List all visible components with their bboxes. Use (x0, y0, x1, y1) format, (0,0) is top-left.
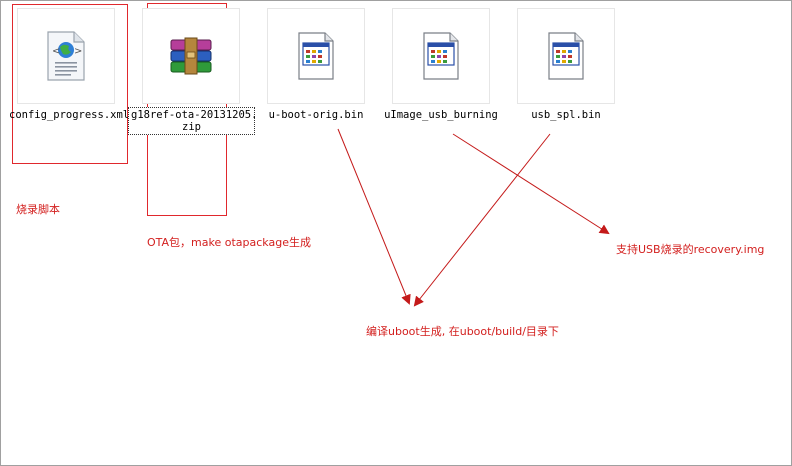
file-name-uboot[interactable]: u-boot-orig.bin (268, 109, 364, 121)
note-ota-package: OTA包，make otapackage生成 (147, 236, 311, 249)
file-thumbnail-uboot[interactable] (267, 8, 365, 104)
arrow-usb-spl-to-note (413, 133, 551, 307)
file-thumbnail-config[interactable]: < > (17, 8, 115, 104)
highlight-box-config (12, 4, 128, 164)
file-thumbnail-uimage[interactable] (392, 8, 490, 104)
file-name-uimage[interactable]: uImage_usb_burning (384, 109, 498, 121)
note-burn-script: 烧录脚本 (16, 203, 60, 216)
svg-text:>: > (74, 46, 82, 57)
binary-file-icon (548, 32, 584, 80)
arrow-uboot-to-note (337, 128, 411, 305)
file-name-ota-line1: g18ref-ota-20131205. (131, 109, 258, 121)
file-name-ota-line2: zip (182, 121, 201, 133)
binary-file-icon (423, 32, 459, 80)
svg-text:<: < (52, 46, 60, 57)
winrar-archive-icon (170, 37, 212, 75)
note-recovery-img: 支持USB烧录的recovery.img (616, 243, 765, 256)
file-thumbnail-ota[interactable] (142, 8, 240, 104)
file-thumbnail-usb-spl[interactable] (517, 8, 615, 104)
file-name-ota[interactable]: g18ref-ota-20131205. zip (128, 107, 258, 135)
file-name-config[interactable]: config_progress.xml (9, 109, 130, 121)
note-uboot-build: 编译uboot生成, 在uboot/build/目录下 (366, 325, 559, 338)
file-name-usb-spl[interactable]: usb_spl.bin (531, 109, 601, 121)
xml-file-icon: < > (47, 31, 85, 81)
arrow-uimage-to-recovery-note (452, 133, 610, 235)
binary-file-icon (298, 32, 334, 80)
